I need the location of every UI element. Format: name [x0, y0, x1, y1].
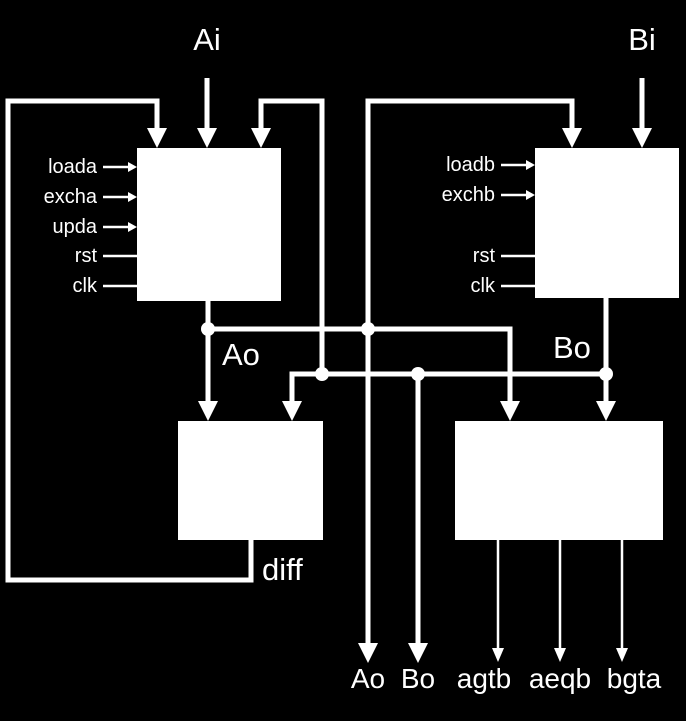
ao-junction-left	[201, 322, 215, 336]
bgta-out-arrow	[616, 648, 628, 662]
aeqb-out-arrow	[554, 648, 566, 662]
register-a-block	[137, 148, 281, 301]
excha-pin-arrow	[128, 192, 137, 202]
agtb-output-label: agtb	[457, 663, 512, 694]
aeqb-output-label: aeqb	[529, 663, 591, 694]
diff-label: diff	[262, 552, 303, 587]
bi-arrow	[632, 128, 652, 148]
ao-to-regb-arrow	[562, 128, 582, 148]
comparator-block	[455, 421, 663, 540]
ao-output-label: Ao	[351, 663, 385, 694]
bo-bus-label: Bo	[553, 330, 591, 365]
ai-arrow	[197, 128, 217, 148]
exchb-pin-arrow	[526, 190, 535, 200]
ao-to-regb-wire	[365, 98, 575, 329]
bo-to-rega-arrow	[251, 128, 271, 148]
rst-a-label: rst	[75, 245, 98, 267]
upda-pin-arrow	[128, 222, 137, 232]
ao-junction-mid	[361, 322, 375, 336]
bo-horizontal-bus	[289, 371, 606, 403]
rst-b-label: rst	[473, 245, 496, 267]
ai-label: Ai	[193, 22, 221, 57]
upda-label: upda	[53, 216, 98, 238]
exchb-label: exchb	[442, 184, 495, 206]
subtractor-block	[178, 421, 323, 540]
bo-junction-right	[599, 367, 613, 381]
clk-a-label: clk	[73, 275, 98, 297]
bi-label: Bi	[628, 22, 656, 57]
diff-feedback-wire	[5, 98, 254, 583]
ao-cmp-arrow	[500, 401, 520, 421]
ao-horizontal-bus	[208, 326, 513, 403]
loadb-pin-arrow	[526, 160, 535, 170]
agtb-out-arrow	[492, 648, 504, 662]
bo-cmp-arrow	[596, 401, 616, 421]
loadb-label: loadb	[446, 154, 495, 176]
bo-to-rega-wire	[258, 98, 325, 374]
ao-out-arrow	[358, 643, 378, 663]
bo-output-label: Bo	[401, 663, 435, 694]
bo-junction-mid	[411, 367, 425, 381]
excha-label: excha	[44, 186, 98, 208]
ao-bus-label: Ao	[222, 337, 260, 372]
ao-sub-arrow	[198, 401, 218, 421]
clk-b-label: clk	[471, 275, 496, 297]
loada-pin-arrow	[128, 162, 137, 172]
bgta-output-label: bgta	[607, 663, 662, 694]
bo-junction-left	[315, 367, 329, 381]
loada-label: loada	[48, 156, 98, 178]
diff-feedback-arrow	[147, 128, 167, 148]
bo-sub-arrow	[282, 401, 302, 421]
bo-out-arrow	[408, 643, 428, 663]
register-b-block	[535, 148, 679, 298]
